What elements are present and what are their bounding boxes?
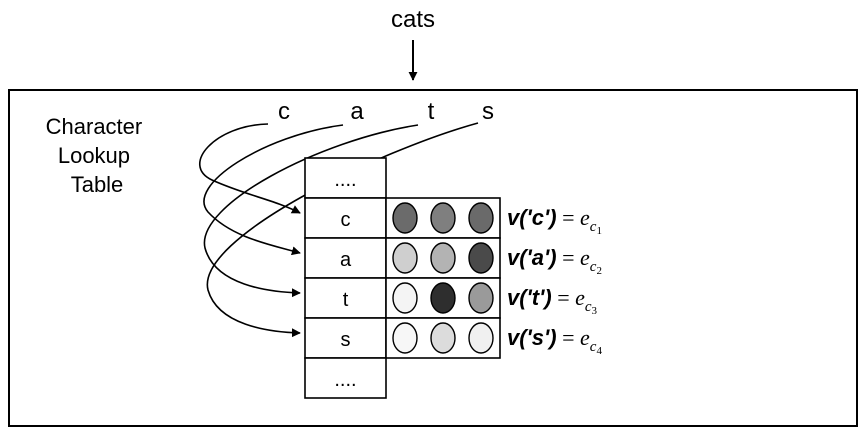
table-row-ellipsis-key-cell (304, 357, 387, 399)
table-row-s-equation: v('s') = ec4 (507, 325, 602, 357)
table-row-s-eq-sub: c (590, 339, 597, 355)
table-row-a-embedding-value-1 (392, 242, 418, 274)
table-row-t-equation: v('t') = ec3 (507, 285, 598, 317)
table-row-t-embedding-value-3 (468, 282, 494, 314)
table-row-c-embedding-value-1 (392, 202, 418, 234)
table-row-c-eq-sub: c (590, 219, 597, 235)
table-row-a-equation: v('a') = ec2 (507, 245, 602, 277)
table-row-ellipsis-label: .... (334, 169, 356, 191)
table-row-a-embedding-value-3 (468, 242, 494, 274)
outer-frame (8, 89, 858, 427)
table-row-t-eq-sym: = (552, 285, 570, 310)
table-row-c-eq-lhs: v('c') (507, 205, 557, 230)
table-row-s-eq-base: e (575, 325, 591, 350)
table-title-line-1: Character (46, 114, 143, 139)
lookup-arrow-a (203, 124, 344, 256)
table-row-t-embedding-value-2 (430, 282, 456, 314)
input-char-c: c (278, 98, 290, 125)
table-row-s-eq-subsub: 4 (596, 345, 602, 357)
table-title: Character Lookup Table (46, 114, 149, 197)
table-row-c-key-cell (304, 197, 387, 239)
table-row-c-eq-sym: = (557, 205, 575, 230)
table-row-a-eq-lhs: v('a') (507, 245, 557, 270)
table-row-a-embedding-value-2 (430, 242, 456, 274)
table-row-c-embedding-value-2 (430, 202, 456, 234)
table-row-t-key-cell (304, 277, 387, 319)
table-row-a-eq-sub: c (590, 259, 597, 275)
table-row-s-embedding-value-3 (468, 322, 494, 354)
table-row-t-eq-sub: c (585, 299, 592, 315)
input-char-t: t (428, 98, 435, 125)
table-row-s-eq-lhs: v('s') (507, 325, 557, 350)
lookup-arrow-s (206, 122, 479, 338)
table-row-c-embedding-value-3 (468, 202, 494, 234)
lookup-arrow-c (199, 123, 301, 214)
table-row-t-eq-lhs: v('t') (507, 285, 552, 310)
table-title-line-3: Table (71, 172, 124, 197)
table-row-s-embedding-value-1 (392, 322, 418, 354)
table-row-t-eq-base: e (570, 285, 586, 310)
table-row-c-eq-subsub: 1 (596, 225, 602, 237)
table-row-ellipsis-label: .... (334, 369, 356, 391)
table-row-t-eq-subsub: 3 (592, 305, 598, 317)
table-row-ellipsis-key-cell (304, 157, 387, 199)
input-char-a: a (350, 98, 364, 125)
table-row-c-eq-base: e (575, 205, 591, 230)
input-char-s: s (482, 98, 494, 125)
table-row-s-label: s (341, 329, 351, 351)
lookup-arrow-t (203, 124, 419, 298)
table-row-t-embedding-value-1 (392, 282, 418, 314)
table-row-t-label: t (343, 289, 349, 311)
table-row-s-eq-sym: = (557, 325, 575, 350)
table-row-a-label: a (340, 249, 352, 271)
input-word: cats (391, 6, 435, 33)
table-row-c-label: c (341, 209, 351, 231)
table-row-a-eq-sym: = (557, 245, 575, 270)
table-row-s-key-cell (304, 317, 387, 359)
table-row-c-equation: v('c') = ec1 (507, 205, 602, 237)
table-row-s-embedding-value-2 (430, 322, 456, 354)
table-row-a-eq-base: e (575, 245, 591, 270)
table-row-a-eq-subsub: 2 (596, 265, 602, 277)
table-title-line-2: Lookup (58, 143, 130, 168)
